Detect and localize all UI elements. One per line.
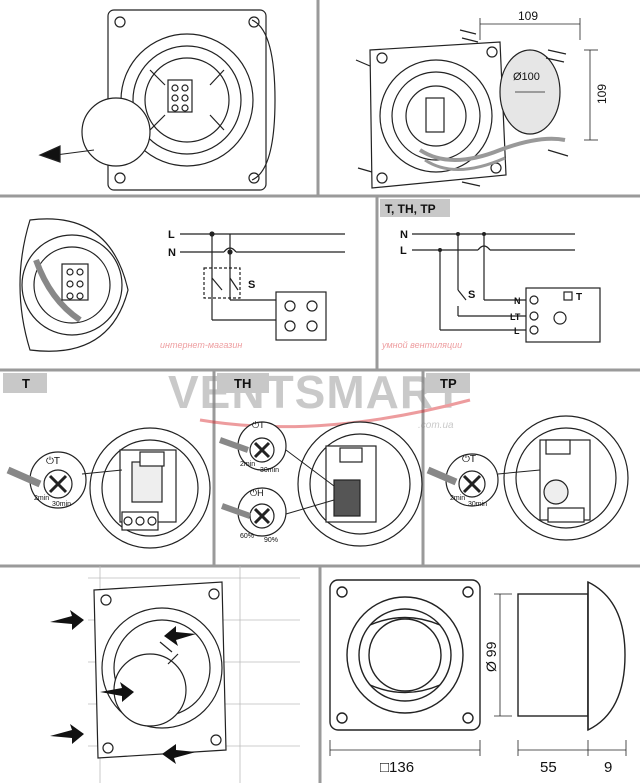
header-badge — [380, 199, 450, 217]
dim-side-label: 109 — [595, 84, 609, 104]
timer-max-label: 30min — [468, 501, 487, 508]
watermark-domain: .com.ua — [418, 420, 454, 431]
panel-header-T: T — [22, 376, 30, 391]
watermark: интернет-магазин умной вентиляции VENTSM… — [160, 340, 471, 431]
dim-front-label: 9 — [604, 759, 612, 776]
panel-remove-cover — [38, 9, 276, 191]
line-L-label: L — [400, 245, 407, 257]
terminal-block — [275, 291, 327, 341]
panel-model-TH — [218, 421, 423, 547]
terminal-N-label: N — [514, 296, 521, 306]
timer-min-label: 2min — [450, 495, 465, 502]
timer-min-label: 2min — [34, 495, 49, 502]
humidity-symbol: ⏻H — [250, 488, 264, 498]
watermark-tagline-right: умной вентиляции — [381, 340, 462, 350]
timer-min-label: 2min — [240, 461, 255, 468]
dimension-lines — [479, 18, 598, 141]
line-N-label: N — [400, 229, 408, 241]
timer-max-label: 30min — [260, 467, 279, 474]
watermark-brand: VENTSMART — [168, 366, 463, 418]
terminal-LT-label: LT — [510, 312, 521, 322]
humidity-max-label: 90% — [264, 537, 278, 544]
dim-top-label: 109 — [518, 9, 538, 23]
arrow-icon — [50, 610, 196, 764]
panel-model-T — [6, 427, 211, 549]
panel-model-TP — [426, 415, 629, 541]
cable — [418, 136, 566, 162]
timer-max-label: 30min — [52, 501, 71, 508]
dimension-lines — [329, 593, 627, 756]
terminal-L-label: L — [514, 326, 520, 336]
dim-width-label: □136 — [380, 759, 414, 776]
dim-diameter-label: Ø 99 — [483, 641, 499, 672]
panel-mounting — [355, 18, 598, 189]
screw-icon — [355, 29, 569, 187]
switch-label: S — [248, 279, 255, 291]
header-badge — [426, 373, 470, 393]
panel-header-TP: TP — [440, 376, 457, 391]
module-T-label: T — [576, 292, 582, 303]
front-cover — [81, 97, 151, 167]
timer-symbol: ⏻T — [462, 454, 476, 465]
humidity-min-label: 60% — [240, 533, 254, 540]
panel-airflow — [88, 566, 300, 783]
panel-basic-wiring — [19, 218, 345, 352]
line-L-label: L — [168, 229, 175, 241]
hole-diameter-label: Ø100 — [513, 71, 540, 83]
timer-symbol: ⏻T — [252, 420, 265, 430]
panel-timer-wiring — [412, 233, 601, 343]
panel-header-T-TH-TP: T, TH, TP — [385, 202, 436, 216]
arrow-icon — [38, 145, 61, 163]
panel-dimensions — [329, 579, 627, 756]
header-badge — [217, 373, 269, 393]
watermark-tagline-left: интернет-магазин — [160, 340, 242, 350]
timer-symbol: ⏻T — [46, 456, 60, 467]
circuit-lines — [180, 233, 345, 321]
panel-header-TH: TH — [234, 376, 251, 391]
dim-depth-label: 55 — [540, 759, 557, 776]
line-N-label: N — [168, 247, 176, 259]
switch-label: S — [468, 289, 475, 301]
header-badge — [3, 373, 47, 393]
terminal-block — [167, 79, 193, 113]
